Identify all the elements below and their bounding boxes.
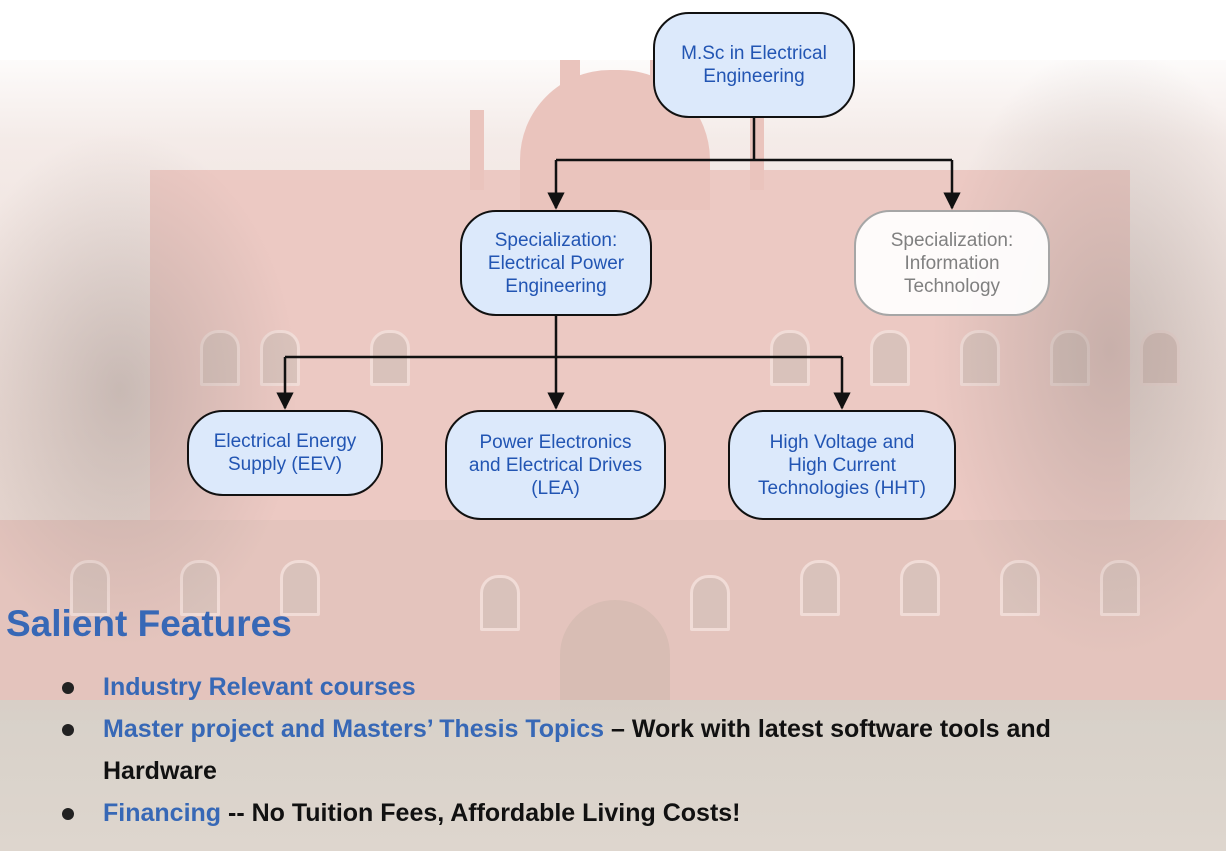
node-label: Electrical Energy Supply (EEV) bbox=[213, 431, 357, 475]
feature-item: Financing -- No Tuition Fees, Affordable… bbox=[0, 792, 1226, 834]
building-window bbox=[480, 575, 520, 631]
salient-features-list: Industry Relevant courses Master project… bbox=[0, 666, 1226, 834]
bullet-icon bbox=[62, 682, 74, 694]
feature-item: Master project and Masters’ Thesis Topic… bbox=[0, 708, 1226, 792]
node-track-hht: High Voltage and High Current Technologi… bbox=[728, 410, 956, 520]
feature-highlight: Financing bbox=[103, 799, 222, 827]
node-specialization-information-technology: Specialization: Information Technology bbox=[854, 210, 1050, 316]
bare-tree bbox=[0, 130, 300, 650]
building-spire bbox=[470, 110, 484, 190]
salient-features-heading: Salient Features bbox=[6, 603, 292, 644]
ground bbox=[0, 700, 1226, 851]
node-track-lea: Power Electronics and Electrical Drives … bbox=[445, 410, 666, 520]
bare-tree bbox=[930, 40, 1226, 660]
building-window bbox=[690, 575, 730, 631]
hierarchy-connectors bbox=[276, 118, 961, 410]
node-label: M.Sc in Electrical Engineering bbox=[681, 43, 827, 87]
bullet-icon bbox=[62, 808, 74, 820]
feature-item: Industry Relevant courses bbox=[0, 666, 1226, 708]
node-label: Specialization: Electrical Power Enginee… bbox=[487, 229, 625, 297]
building-window bbox=[800, 560, 840, 616]
node-label: Specialization: Information Technology bbox=[890, 229, 1014, 297]
node-track-eev: Electrical Energy Supply (EEV) bbox=[187, 410, 383, 496]
white-top-band bbox=[0, 0, 1226, 60]
feature-detail: -- No Tuition Fees, Affordable Living Co… bbox=[221, 799, 741, 827]
node-label: High Voltage and High Current Technologi… bbox=[758, 431, 926, 499]
node-label: Power Electronics and Electrical Drives … bbox=[468, 431, 643, 499]
feature-highlight: Master project and Masters’ Thesis Topic… bbox=[103, 715, 605, 743]
feature-detail: – Work with latest software tools and Ha… bbox=[103, 715, 1051, 785]
feature-highlight: Industry Relevant courses bbox=[103, 673, 416, 701]
node-specialization-power-engineering: Specialization: Electrical Power Enginee… bbox=[460, 210, 652, 316]
node-msc-electrical-engineering: M.Sc in Electrical Engineering bbox=[653, 12, 855, 118]
building-window bbox=[870, 330, 910, 386]
bullet-icon bbox=[62, 724, 74, 736]
